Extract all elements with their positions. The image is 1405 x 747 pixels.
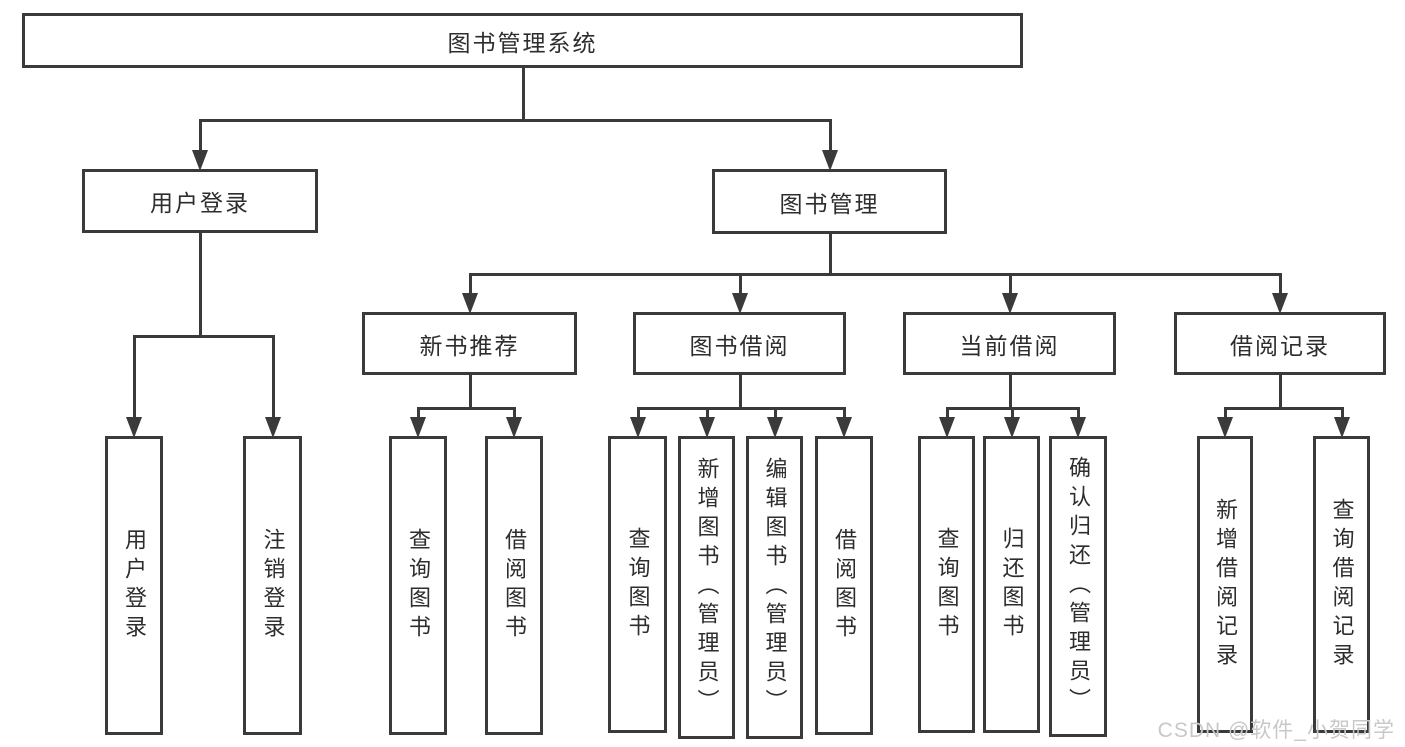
connector-line — [1224, 407, 1344, 410]
node-leaf-user-login: 用户登录 — [105, 436, 163, 735]
node-leaf-query-borrow-record: 查询借阅记录 — [1313, 436, 1370, 733]
connector-line — [637, 407, 640, 418]
connector-line — [522, 66, 525, 122]
node-leaf-query-books-2: 查询图书 — [608, 436, 667, 733]
arrow-down-icon — [630, 417, 646, 438]
node-leaf-confirm-return: 确认归还（管理员） — [1049, 436, 1107, 737]
arrow-down-icon — [836, 417, 852, 438]
connector-line — [199, 119, 832, 122]
connector-line — [133, 335, 136, 418]
connector-line — [417, 407, 420, 418]
node-new-book-rec: 新书推荐 — [362, 312, 577, 375]
node-label: 图书管理 — [779, 190, 880, 217]
node-label: 新书推荐 — [419, 332, 520, 359]
arrow-down-icon — [939, 417, 955, 438]
node-label: 用户登录 — [150, 190, 250, 216]
node-leaf-add-book: 新增图书（管理员） — [678, 436, 735, 739]
arrow-down-icon — [192, 150, 208, 171]
node-label: 图书借阅 — [689, 332, 790, 359]
node-label: 借阅图书 — [832, 527, 857, 644]
arrow-down-icon — [1334, 417, 1350, 438]
connector-line — [843, 407, 846, 418]
node-label: 借阅记录 — [1230, 332, 1330, 359]
node-leaf-add-borrow-record: 新增借阅记录 — [1197, 436, 1253, 733]
connector-line — [272, 335, 275, 418]
connector-line — [706, 407, 709, 418]
node-root: 图书管理系统 — [22, 13, 1023, 68]
node-label: 当前借阅 — [959, 332, 1060, 359]
node-label: 查询图书 — [934, 526, 960, 643]
node-label: 查询图书 — [625, 526, 651, 643]
node-leaf-borrow-books-2: 借阅图书 — [815, 436, 873, 735]
arrow-down-icon — [462, 293, 478, 314]
node-book-mgmt: 图书管理 — [712, 169, 947, 234]
node-label: 编辑图书（管理员） — [762, 457, 788, 718]
arrow-down-icon — [699, 417, 715, 438]
connector-line — [513, 407, 516, 418]
connector-line — [417, 407, 516, 410]
connector-line — [1009, 273, 1012, 294]
node-book-borrow: 图书借阅 — [633, 312, 846, 375]
arrow-down-icon — [1002, 293, 1018, 314]
connector-line — [1224, 407, 1227, 418]
node-label: 借阅图书 — [502, 527, 527, 644]
connector-line — [829, 232, 832, 276]
node-label: 归还图书 — [999, 526, 1025, 643]
connector-line — [1341, 407, 1344, 418]
connector-line — [133, 335, 275, 338]
arrow-down-icon — [265, 417, 281, 438]
connector-line — [199, 231, 202, 338]
node-leaf-query-books-3: 查询图书 — [918, 436, 975, 733]
connector-line — [1011, 407, 1014, 418]
connector-line — [774, 407, 777, 418]
arrow-down-icon — [822, 150, 838, 171]
connector-line — [469, 273, 1282, 276]
connector-line — [1279, 373, 1282, 410]
node-borrow-records: 借阅记录 — [1174, 312, 1386, 375]
node-user-login: 用户登录 — [82, 169, 318, 233]
node-current-borrow: 当前借阅 — [903, 312, 1116, 375]
node-label: 新增借阅记录 — [1213, 497, 1238, 672]
node-label: 查询借阅记录 — [1329, 497, 1355, 672]
arrow-down-icon — [767, 417, 783, 438]
connector-line — [946, 407, 949, 418]
connector-line — [469, 273, 472, 294]
connector-line — [739, 373, 742, 410]
node-label: 注销登录 — [260, 527, 286, 644]
connector-line — [637, 407, 846, 410]
node-label: 图书管理系统 — [447, 29, 598, 56]
arrow-down-icon — [1272, 293, 1288, 314]
arrow-down-icon — [1070, 417, 1086, 438]
connector-line — [199, 119, 202, 151]
node-label: 查询图书 — [406, 527, 431, 644]
arrow-down-icon — [732, 293, 748, 314]
node-leaf-return-book: 归还图书 — [983, 436, 1040, 733]
arrow-down-icon — [1217, 417, 1233, 438]
node-label: 确认归还（管理员） — [1066, 456, 1091, 717]
connector-line — [739, 273, 742, 294]
node-label: 用户登录 — [122, 527, 147, 644]
arrow-down-icon — [506, 417, 522, 438]
arrow-down-icon — [1004, 417, 1020, 438]
node-leaf-edit-book: 编辑图书（管理员） — [746, 436, 803, 739]
node-label: 新增图书（管理员） — [694, 457, 720, 718]
arrow-down-icon — [410, 417, 426, 438]
connector-line — [1279, 273, 1282, 294]
node-leaf-query-books-1: 查询图书 — [389, 436, 447, 735]
arrow-down-icon — [126, 417, 142, 438]
connector-line — [829, 119, 832, 151]
connector-line — [469, 373, 472, 410]
node-leaf-borrow-books-1: 借阅图书 — [485, 436, 543, 735]
connector-line — [1077, 407, 1080, 418]
node-leaf-logout: 注销登录 — [243, 436, 302, 735]
watermark: CSDN @软件_小贺同学 — [1157, 719, 1395, 742]
connector-line — [1009, 373, 1012, 410]
